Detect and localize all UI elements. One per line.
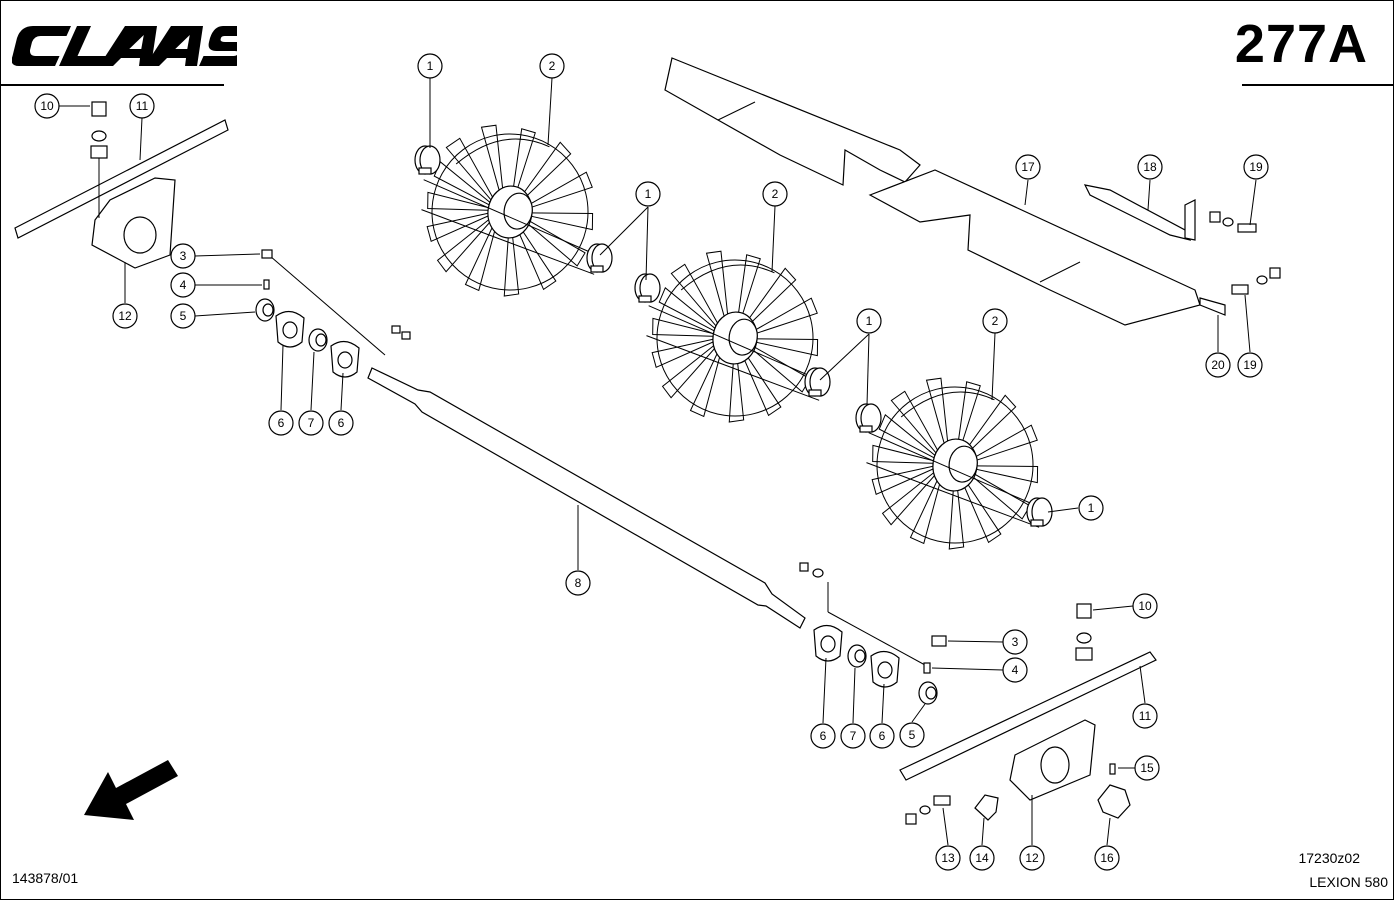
- svg-text:10: 10: [1138, 599, 1152, 613]
- svg-text:1: 1: [866, 314, 873, 328]
- svg-text:13: 13: [941, 851, 955, 865]
- callout-2b: 2: [762, 181, 788, 273]
- svg-text:1: 1: [427, 59, 434, 73]
- svg-text:4: 4: [180, 278, 187, 292]
- callout-5b: 5: [899, 703, 926, 748]
- callout-1b: 1: [599, 181, 661, 281]
- svg-text:8: 8: [575, 576, 582, 590]
- shaft-8: [367, 367, 806, 629]
- document-number: 143878/01: [12, 870, 79, 886]
- svg-text:5: 5: [909, 728, 916, 742]
- rotor-1: [408, 115, 614, 309]
- callout-1c: 1: [819, 308, 882, 406]
- svg-text:15: 15: [1140, 761, 1154, 775]
- callout-3a: 3: [170, 243, 261, 269]
- svg-text:7: 7: [850, 729, 857, 743]
- clamp-1c: [634, 273, 661, 303]
- page-number-underline: [1242, 84, 1394, 86]
- clamp-1d: [804, 367, 831, 397]
- callout-12a: 12: [112, 262, 138, 329]
- svg-text:18: 18: [1143, 160, 1157, 174]
- page-number: 277A: [1234, 14, 1368, 74]
- callout-7a: 7: [298, 351, 324, 436]
- callout-6a: 6: [268, 344, 294, 436]
- callout-11b: 11: [1132, 665, 1158, 729]
- svg-text:19: 19: [1249, 160, 1263, 174]
- svg-text:2: 2: [549, 59, 556, 73]
- callout-6c: 6: [810, 657, 836, 749]
- right-bearing-group: [799, 562, 947, 705]
- svg-text:1: 1: [1088, 501, 1095, 515]
- svg-text:17: 17: [1021, 160, 1035, 174]
- callout-19b: 19: [1237, 294, 1263, 378]
- svg-text:10: 10: [40, 99, 54, 113]
- callout-5a: 5: [170, 303, 256, 329]
- callout-20: 20: [1205, 315, 1231, 378]
- callout-12b: 12: [1019, 795, 1045, 871]
- callout-10b: 10: [1092, 593, 1158, 619]
- svg-text:5: 5: [180, 309, 187, 323]
- callout-1a: 1: [417, 53, 443, 148]
- callout-16: 16: [1094, 817, 1120, 871]
- svg-text:16: 16: [1100, 851, 1114, 865]
- callout-14: 14: [969, 817, 995, 871]
- callout-6d: 6: [869, 683, 895, 749]
- claas-logo: [12, 26, 237, 66]
- callout-15: 15: [1118, 755, 1160, 781]
- svg-text:12: 12: [118, 309, 132, 323]
- left-mount: [14, 101, 229, 269]
- callout-4a: 4: [170, 272, 262, 298]
- clamp-1a: [414, 145, 441, 175]
- callout-2a: 2: [539, 53, 565, 146]
- svg-text:3: 3: [1012, 635, 1019, 649]
- figure-code: 17230z02: [1298, 850, 1360, 866]
- callout-10a: 10: [34, 93, 90, 119]
- svg-text:6: 6: [879, 729, 886, 743]
- callout-3b: 3: [947, 629, 1028, 655]
- logo-underline: [0, 84, 224, 86]
- cover-plate-assembly: [664, 57, 1226, 326]
- rotor-3: [853, 368, 1059, 562]
- svg-text:11: 11: [1139, 709, 1152, 723]
- callout-18: 18: [1137, 154, 1163, 211]
- callout-17: 17: [1015, 154, 1041, 206]
- callout-7b: 7: [840, 667, 866, 749]
- left-bearing-group: [255, 249, 411, 378]
- svg-text:12: 12: [1025, 851, 1039, 865]
- clamp-1b: [586, 243, 613, 273]
- clamp-1e: [855, 403, 882, 433]
- model-name: LEXION 580: [1309, 874, 1388, 890]
- callout-8: 8: [565, 505, 591, 596]
- rotor-2: [633, 241, 839, 435]
- svg-text:7: 7: [308, 416, 315, 430]
- svg-text:2: 2: [992, 314, 999, 328]
- svg-text:4: 4: [1012, 663, 1019, 677]
- svg-text:1: 1: [645, 187, 652, 201]
- svg-text:20: 20: [1211, 358, 1225, 372]
- callout-1d: 1: [1047, 495, 1104, 521]
- svg-text:6: 6: [820, 729, 827, 743]
- svg-text:11: 11: [136, 99, 149, 113]
- callout-6b: 6: [328, 372, 354, 436]
- callout-11a: 11: [129, 93, 155, 161]
- callout-13: 13: [935, 807, 961, 871]
- svg-text:14: 14: [975, 851, 989, 865]
- direction-arrow: [84, 760, 178, 820]
- svg-text:3: 3: [180, 249, 187, 263]
- callout-4b: 4: [931, 657, 1028, 683]
- callout-19a: 19: [1243, 154, 1269, 226]
- svg-text:19: 19: [1243, 358, 1257, 372]
- svg-text:6: 6: [278, 416, 285, 430]
- svg-text:2: 2: [772, 187, 779, 201]
- fasteners-19: [1209, 211, 1281, 295]
- right-mount: [899, 603, 1157, 825]
- svg-text:6: 6: [338, 416, 345, 430]
- callout-2c: 2: [982, 308, 1008, 401]
